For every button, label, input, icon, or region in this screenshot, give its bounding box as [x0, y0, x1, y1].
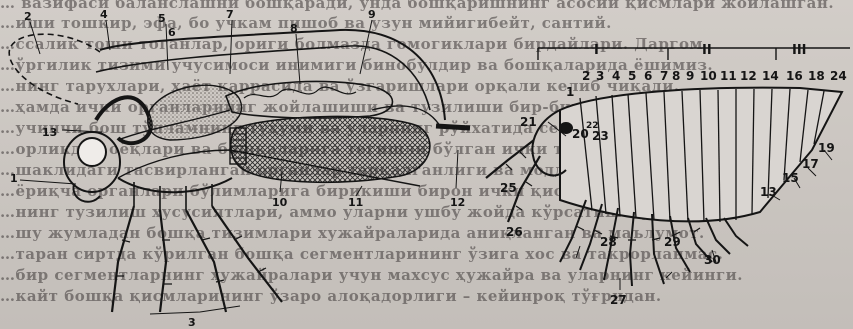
- label-8: 8: [290, 22, 298, 35]
- insect-anatomy-figure: [9, 20, 470, 314]
- dorsal-vessel: [96, 46, 430, 110]
- label-13-right: 13: [760, 185, 777, 199]
- segment-4: 4: [612, 69, 620, 83]
- crop: [148, 85, 242, 140]
- label-30: 30: [704, 253, 721, 267]
- segment-24: 24: [830, 69, 847, 83]
- label-13: 13: [42, 126, 57, 139]
- segment-2: 2: [582, 69, 590, 83]
- wing-outline: [9, 34, 100, 104]
- gut-folds: [244, 87, 356, 98]
- label-7: 7: [226, 8, 234, 21]
- thorax-segments: [134, 182, 212, 210]
- segment-16: 16: [786, 69, 803, 83]
- label-23: 23: [592, 129, 609, 143]
- label-26: 26: [506, 225, 523, 239]
- ovipositor: [436, 126, 470, 128]
- leg-hind: [212, 206, 282, 302]
- label-29: 29: [664, 235, 681, 249]
- segment-9: 9: [686, 69, 694, 83]
- midgut: [226, 81, 393, 118]
- label-28: 28: [600, 235, 617, 249]
- label-9: 9: [368, 8, 376, 21]
- label-21: 21: [520, 115, 537, 129]
- thorax-ventral: [118, 178, 232, 192]
- brain: [96, 97, 151, 143]
- compound-eye: [78, 138, 106, 166]
- label-4: 4: [100, 8, 108, 21]
- segment-18: 18: [808, 69, 825, 83]
- segment-14: 14: [762, 69, 779, 83]
- segment-12: 12: [740, 69, 757, 83]
- label-27: 27: [610, 293, 627, 307]
- label-2: 2: [24, 10, 32, 23]
- leg-front-2: [160, 210, 166, 312]
- segment-1: 1: [566, 85, 574, 99]
- segment-5: 5: [628, 69, 636, 83]
- tagma-II: II: [702, 43, 712, 58]
- segmented-body-figure: [486, 48, 850, 290]
- fat-body: [231, 116, 430, 182]
- label-6: 6: [168, 26, 176, 39]
- label-1: 1: [10, 172, 18, 185]
- leg-front: [112, 206, 134, 312]
- segment-10: 10: [700, 69, 717, 83]
- tagma-III: III: [792, 43, 807, 58]
- label-15: 15: [782, 171, 799, 185]
- label-25: 25: [500, 181, 517, 195]
- label-3: 3: [188, 316, 196, 329]
- label-19: 19: [818, 141, 835, 155]
- label-10: 10: [272, 196, 288, 209]
- leg-middle: [186, 210, 226, 312]
- segment-3: 3: [596, 69, 604, 83]
- eye: [560, 123, 572, 133]
- segment-7: 7: [660, 69, 668, 83]
- label-11: 11: [348, 196, 363, 209]
- segment-11: 11: [720, 69, 737, 83]
- segment-6: 6: [644, 69, 652, 83]
- label-17: 17: [802, 157, 819, 171]
- label-12: 12: [450, 196, 465, 209]
- tagma-I: I: [594, 43, 599, 58]
- label-5: 5: [158, 12, 166, 25]
- segment-8: 8: [672, 69, 680, 83]
- antenna: [486, 140, 534, 178]
